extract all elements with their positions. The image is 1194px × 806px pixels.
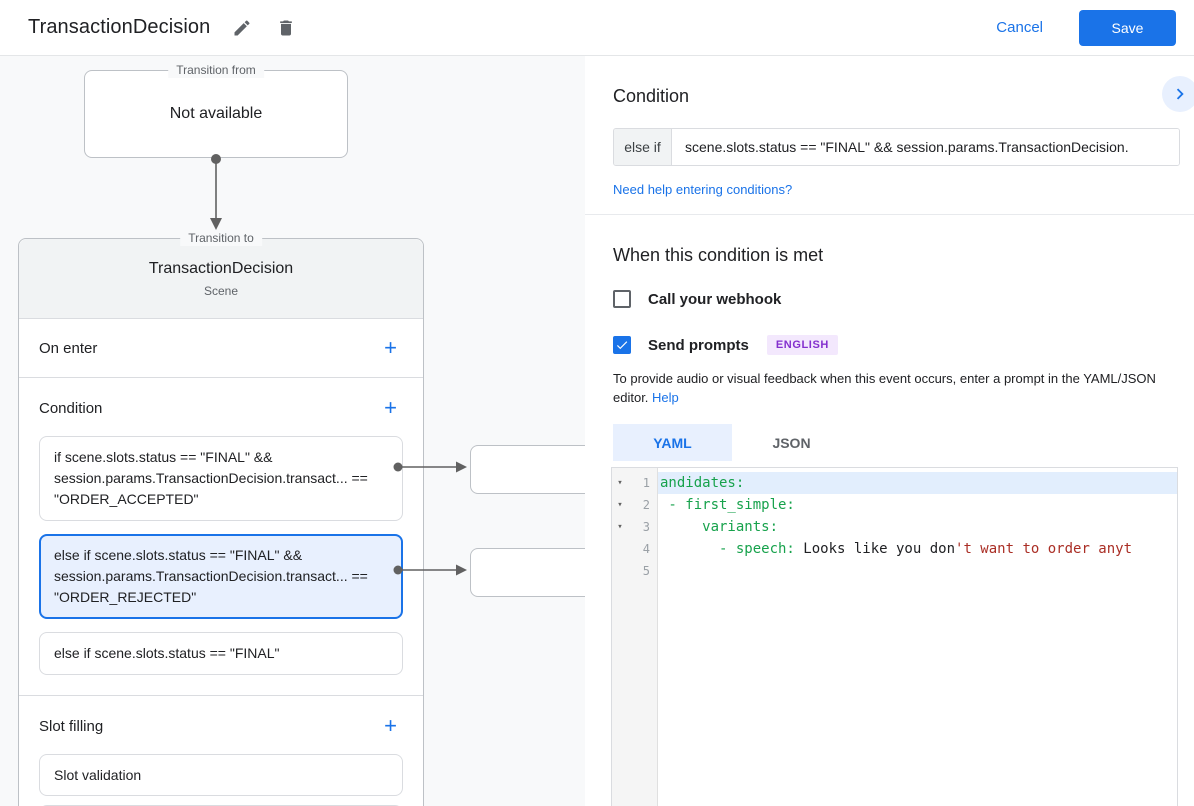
line-number: 4	[642, 542, 650, 556]
add-on-enter-button[interactable]: +	[384, 335, 397, 360]
edit-icon[interactable]	[230, 16, 254, 40]
tab-yaml[interactable]: YAML	[613, 424, 732, 461]
condition-prefix-label: else if	[614, 129, 672, 165]
collapse-panel-button[interactable]	[1162, 76, 1194, 112]
condition-expression-row: else if	[613, 128, 1180, 166]
condition-card[interactable]: else if scene.slots.status == "FINAL"	[39, 632, 403, 675]
send-prompts-label: Send prompts	[648, 336, 749, 354]
save-button[interactable]: Save	[1079, 9, 1176, 46]
editor-code-area[interactable]: andidates: - first_simple: variants: - s…	[658, 468, 1177, 806]
on-enter-section: On enter +	[19, 319, 423, 378]
scene-subtitle: Scene	[203, 283, 239, 298]
send-prompts-row: Send prompts ENGLISH	[613, 335, 1194, 355]
transition-to-legend: Transition to	[180, 231, 262, 246]
code-segment-key: - first_simple:	[660, 497, 795, 513]
check-icon	[616, 341, 628, 350]
prompt-description-text: To provide audio or visual feedback when…	[613, 371, 1156, 405]
transition-from-value: Not available	[169, 105, 263, 122]
help-link[interactable]: Help	[652, 390, 679, 405]
code-segment-string: 't want to order anyt	[955, 541, 1133, 557]
line-number: 1	[642, 476, 650, 490]
panel-condition-heading: Condition	[613, 86, 690, 106]
code-segment-key: - speech:	[660, 541, 795, 557]
add-condition-button[interactable]: +	[384, 395, 397, 420]
transition-target-node-1[interactable]	[470, 445, 585, 494]
chevron-right-icon	[1176, 88, 1184, 100]
slot-filling-section: Slot filling + Slot validation	[19, 696, 423, 806]
webhook-row: Call your webhook	[613, 290, 1194, 308]
condition-cards: if scene.slots.status == "FINAL" && sess…	[39, 436, 403, 675]
transition-target-node-2[interactable]	[470, 548, 585, 597]
page-title: TransactionDecision	[28, 16, 211, 38]
when-met-heading: When this condition is met	[613, 245, 824, 265]
editor-gutter: ▾ 1 ▾ 2 ▾ 3 4 5	[612, 468, 658, 806]
code-line[interactable]: - first_simple:	[658, 494, 1177, 516]
fold-toggle-icon[interactable]: ▾	[617, 522, 623, 532]
line-number: 3	[642, 520, 650, 534]
condition-help-link[interactable]: Need help entering conditions?	[613, 182, 793, 197]
condition-card-selected[interactable]: else if scene.slots.status == "FINAL" &&…	[39, 534, 403, 619]
condition-2-connector-arrow	[393, 564, 467, 576]
scene-header[interactable]: TransactionDecision Scene	[19, 239, 423, 319]
delete-icon[interactable]	[274, 16, 298, 40]
slot-card[interactable]: Slot validation	[39, 754, 403, 796]
on-enter-label: On enter	[39, 339, 98, 357]
code-line[interactable]	[658, 560, 1177, 582]
condition-card[interactable]: if scene.slots.status == "FINAL" && sess…	[39, 436, 403, 521]
tab-json[interactable]: JSON	[732, 424, 851, 461]
code-segment-key: andidates:	[660, 475, 745, 491]
cancel-button[interactable]: Cancel	[996, 19, 1043, 36]
code-segment-key: variants:	[660, 519, 779, 535]
transition-from-node[interactable]: Transition from Not available	[84, 63, 348, 158]
top-bar: TransactionDecision Cancel Save	[0, 0, 1194, 56]
condition-expression-input[interactable]	[672, 129, 1179, 165]
add-slot-button[interactable]: +	[384, 713, 397, 738]
transition-to-node: Transition to TransactionDecision Scene …	[18, 231, 424, 806]
condition-1-connector-arrow	[393, 461, 467, 473]
line-number: 2	[642, 498, 650, 512]
scene-flow-canvas: Transition from Not available Transition…	[0, 56, 585, 806]
slot-cards: Slot validation	[39, 754, 403, 796]
fold-toggle-icon[interactable]: ▾	[617, 500, 623, 510]
condition-detail-panel: Condition else if Need help entering con…	[585, 56, 1194, 806]
code-segment-plain: Looks like you don	[794, 541, 956, 557]
webhook-checkbox[interactable]	[613, 290, 631, 308]
language-badge: ENGLISH	[766, 335, 838, 355]
webhook-label: Call your webhook	[648, 290, 782, 308]
transition-from-legend: Transition from	[168, 63, 264, 78]
code-editor[interactable]: ▾ 1 ▾ 2 ▾ 3 4 5 andidates: - first_simple: vari…	[611, 467, 1178, 806]
condition-section: Condition + if scene.slots.status == "FI…	[19, 378, 423, 696]
send-prompts-checkbox[interactable]	[613, 336, 631, 354]
line-number: 5	[642, 564, 650, 578]
code-line[interactable]: variants:	[658, 516, 1177, 538]
condition-section-label: Condition	[39, 399, 103, 417]
panel-divider	[585, 214, 1194, 215]
code-line[interactable]: andidates:	[658, 472, 1177, 494]
slot-filling-label: Slot filling	[39, 717, 104, 735]
fold-toggle-icon[interactable]: ▾	[617, 478, 623, 488]
prompt-description: To provide audio or visual feedback when…	[613, 369, 1175, 407]
scene-title: TransactionDecision	[148, 259, 294, 277]
code-line[interactable]: - speech: Looks like you don't want to o…	[658, 538, 1177, 560]
transition-connector-arrow	[210, 154, 222, 230]
